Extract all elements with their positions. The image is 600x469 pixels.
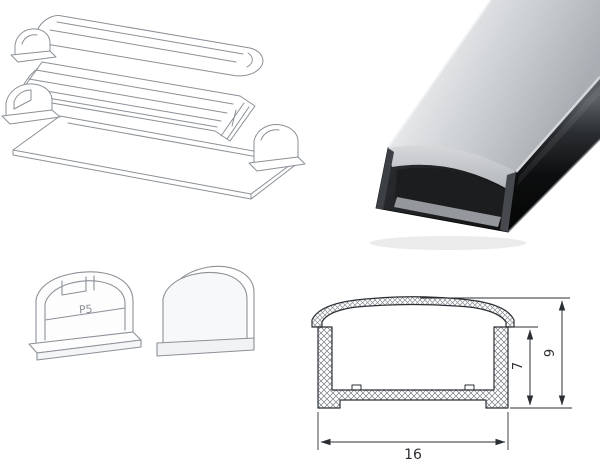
profile-top-face	[388, 0, 600, 172]
dim-total-height-label: 9	[543, 349, 558, 357]
section-diffuser-cover	[311, 296, 515, 328]
endface-cavity	[395, 167, 507, 219]
exploded-assembly-view	[1, 15, 306, 200]
endcap-front-outline	[162, 271, 248, 344]
endface-floor	[394, 197, 501, 227]
profile-bottom-edge	[507, 138, 600, 233]
side-reflection	[517, 85, 600, 186]
exploded-diffuser-cover	[36, 15, 264, 77]
profile-lip-highlight	[515, 76, 600, 173]
endface-diffuser-cut	[388, 145, 516, 191]
dim-inner-height-label: 7	[511, 362, 526, 370]
profile-side-face	[508, 77, 600, 232]
endface-right-wall	[500, 172, 516, 232]
rendered-profile-view	[370, 0, 600, 250]
profile-far-edge-highlight	[387, 0, 492, 149]
dimension-extension-lines	[317, 297, 572, 450]
section-aluminium-body	[317, 326, 509, 409]
cross-section-view: 16 7 9	[311, 296, 572, 463]
section-floor-ridges	[351, 384, 475, 390]
endcap-clip-tabs	[61, 275, 95, 296]
dim-width-label: 16	[404, 447, 422, 463]
p5-marking: P5	[78, 303, 93, 317]
exploded-endcap-3	[253, 124, 299, 167]
endcaps-view: P5	[28, 265, 255, 361]
exploded-endcap-1	[14, 28, 51, 58]
endcap-back-outline	[35, 271, 134, 349]
endface-left-wall	[376, 148, 394, 210]
profile-shadow	[370, 236, 526, 250]
